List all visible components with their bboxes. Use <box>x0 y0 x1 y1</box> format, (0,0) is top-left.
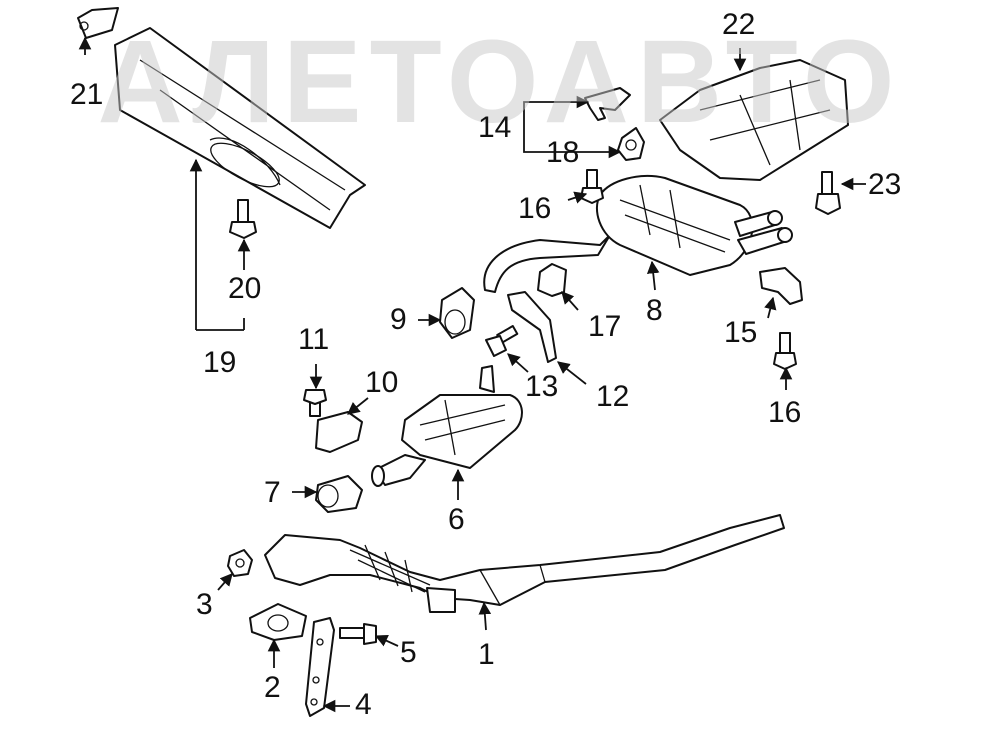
center-muffler-part <box>371 365 523 487</box>
callout-17: 17 <box>588 310 622 343</box>
callout-21: 21 <box>70 78 104 111</box>
callout-6: 6 <box>448 503 465 536</box>
rear-muffler-part <box>483 174 793 293</box>
callout-8: 8 <box>646 294 663 327</box>
callout-3: 3 <box>196 588 213 621</box>
callout-20: 20 <box>228 272 262 305</box>
gasket-2-part <box>249 603 307 641</box>
callout-16-upper: 16 <box>518 192 552 225</box>
callout-4: 4 <box>355 688 372 721</box>
nut-3-part <box>227 549 253 577</box>
bolt-11-part <box>303 389 327 417</box>
callout-16-lower: 16 <box>768 396 802 429</box>
rear-heat-shield-part <box>659 59 849 181</box>
bolt-13-part <box>485 325 519 357</box>
clamp-7-part <box>315 475 363 513</box>
rubber-hanger-18-part <box>617 127 645 161</box>
callout-1: 1 <box>478 638 495 671</box>
callout-18: 18 <box>546 136 580 169</box>
front-pipe-catalytic-converter-part <box>264 514 785 613</box>
callout-19: 19 <box>203 346 237 379</box>
bracket-10-part <box>315 411 363 453</box>
callout-5: 5 <box>400 636 417 669</box>
bolt-20-part <box>229 199 257 239</box>
callout-9: 9 <box>390 303 407 336</box>
bracket-4-part <box>305 617 335 717</box>
front-heat-shield-part <box>114 27 366 229</box>
clamp-9-part <box>439 287 475 339</box>
bolt-16-lower-part <box>773 332 797 370</box>
bracket-12-part <box>507 291 557 363</box>
leader-lines <box>78 36 866 713</box>
bolt-16-upper-part <box>580 169 604 204</box>
callout-14: 14 <box>478 111 512 144</box>
bolt-23-part <box>815 171 841 215</box>
bracket-15-part <box>759 267 803 305</box>
callout-22: 22 <box>722 8 756 41</box>
callout-23: 23 <box>868 168 902 201</box>
hanger-bracket-14-part <box>584 87 631 121</box>
callout-15: 15 <box>724 316 758 349</box>
callout-10: 10 <box>365 366 399 399</box>
callout-13: 13 <box>525 370 559 403</box>
callout-11: 11 <box>298 323 330 356</box>
callout-12: 12 <box>596 380 630 413</box>
callout-2: 2 <box>264 671 281 704</box>
rubber-mount-17-part <box>537 263 567 297</box>
callout-7: 7 <box>264 476 281 509</box>
bolt-5-part <box>339 623 377 645</box>
shield-clip-part <box>77 7 119 39</box>
